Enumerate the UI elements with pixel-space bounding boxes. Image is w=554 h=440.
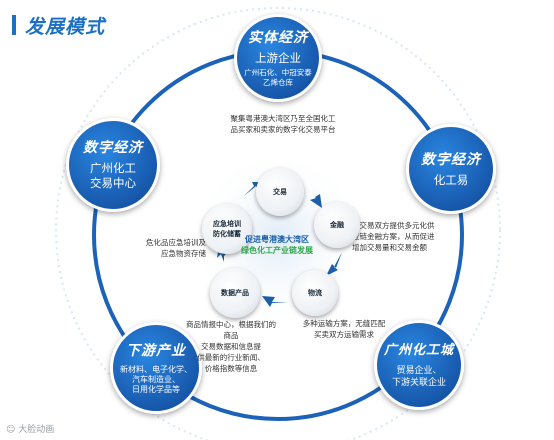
hub-label: 物流 <box>308 289 322 297</box>
description-right: 为交易双方提供多元化供 应链金融方案，从而促进 增加交易量和交易金额 <box>352 220 450 253</box>
description-line: 增加交易量和交易金额 <box>352 243 427 252</box>
description-bottom-right: 多种运输方案，无缝匹配 买卖双方运输需求 <box>296 318 392 340</box>
section-header: 发展模式 <box>12 14 106 38</box>
arrow-logistics-data <box>262 296 288 307</box>
node-title: 广州化工城 <box>383 342 454 358</box>
description-line: 买卖双方运输需求 <box>314 330 374 339</box>
node-digital-economy-left: 数字经济 广州化工 交易中心 <box>66 118 160 212</box>
description-line: 应链金融方案，从而促进 <box>352 232 435 241</box>
description-left: 危化品应急培训及 应急物资存储 <box>126 237 206 259</box>
node-title: 数字经济 <box>421 151 481 168</box>
hub-finance: 金融 <box>314 202 360 248</box>
node-guangzhou-chemical-city: 广州化工城 贸易企业、 下游关联企业 <box>374 320 464 410</box>
description-line: 应急物资存储 <box>161 249 206 258</box>
hub-label: 数据产品 <box>221 289 249 297</box>
center-slogan-line-1: 促进粤港澳大湾区 <box>245 235 309 244</box>
hub-logistics: 物流 <box>292 270 338 316</box>
node-title: 实体经济 <box>248 29 308 46</box>
description-top: 聚集粤港澳大湾区乃至全国化工 品买家和卖家的数字化交易平台 <box>214 113 352 135</box>
outer-dotted-ring <box>55 7 501 440</box>
node-detail: 日用化学品等 <box>132 384 180 394</box>
description-line: 聚集粤港澳大湾区乃至全国化工 <box>230 114 336 123</box>
header-accent-bar <box>12 15 16 35</box>
description-line: 品买家和卖家的数字化交易平台 <box>230 125 336 134</box>
node-detail: 下游关联企业 <box>391 377 446 388</box>
hub-label: 交易 <box>273 188 287 196</box>
node-subtitle: 化工易 <box>433 172 469 187</box>
node-detail: 新材料、电子化学、 <box>120 364 192 374</box>
description-line: 供最新的行业新闻、 <box>197 353 265 362</box>
node-title: 数字经济 <box>83 140 143 156</box>
node-digital-economy-right: 数字经济 化工易 <box>406 124 496 214</box>
node-physical-economy: 实体经济 上游企业 广州石化、中冠安泰 乙烯仓库 <box>234 14 322 102</box>
hub-data-products: 数据产品 <box>210 268 260 318</box>
hub-label: 应急培训 防化储蓄 <box>213 219 241 239</box>
description-line: 交易数据和信息提 <box>201 342 261 351</box>
hub-emergency-training: 应急培训 防化储蓄 <box>202 204 252 254</box>
center-slogan-line-2: 绿色化工产业链发展 <box>241 246 313 255</box>
hub-label: 金融 <box>330 221 344 229</box>
watermark: ☺ 大脸动画 <box>6 422 54 435</box>
description-line: 多种运输方案，无缝匹配 <box>302 319 386 328</box>
description-line: 危化品应急培训及 <box>146 238 206 247</box>
node-title: 下游产业 <box>126 342 186 359</box>
hub-label-line: 应急培训 <box>213 220 241 228</box>
node-detail: 广州石化、中冠安泰 <box>244 67 312 77</box>
description-line: 为交易双方提供多元化供 <box>352 221 435 230</box>
node-detail: 乙烯仓库 <box>263 77 293 87</box>
arrow-trade-finance <box>304 186 322 208</box>
description-line: 价格指数等信息 <box>204 364 258 373</box>
node-downstream-industry: 下游产业 新材料、电子化学、 汽车制造业、 日用化学品等 <box>110 322 202 414</box>
node-subtitle: 交易中心 <box>90 176 136 190</box>
node-detail: 汽车制造业、 <box>132 374 180 384</box>
node-subtitle: 上游企业 <box>255 50 301 65</box>
center-slogan: 促进粤港澳大湾区 绿色化工产业链发展 <box>222 234 332 256</box>
watermark-text: 大脸动画 <box>18 425 55 435</box>
arrow-finance-logistics <box>326 252 342 276</box>
description-bottom-left: 商品情报中心，根据我们的商品 交易数据和信息提 供最新的行业新闻、 价格指数等信… <box>186 319 276 374</box>
hub-label-line: 防化储蓄 <box>213 230 241 238</box>
description-line: 商品情报中心，根据我们的商品 <box>186 320 276 340</box>
hub-trade: 交易 <box>256 168 304 216</box>
watermark-logo-icon: ☺ <box>6 425 16 435</box>
page-title: 发展模式 <box>25 15 106 38</box>
node-subtitle: 广州化工 <box>90 161 136 175</box>
node-detail: 贸易企业、 <box>396 365 442 376</box>
